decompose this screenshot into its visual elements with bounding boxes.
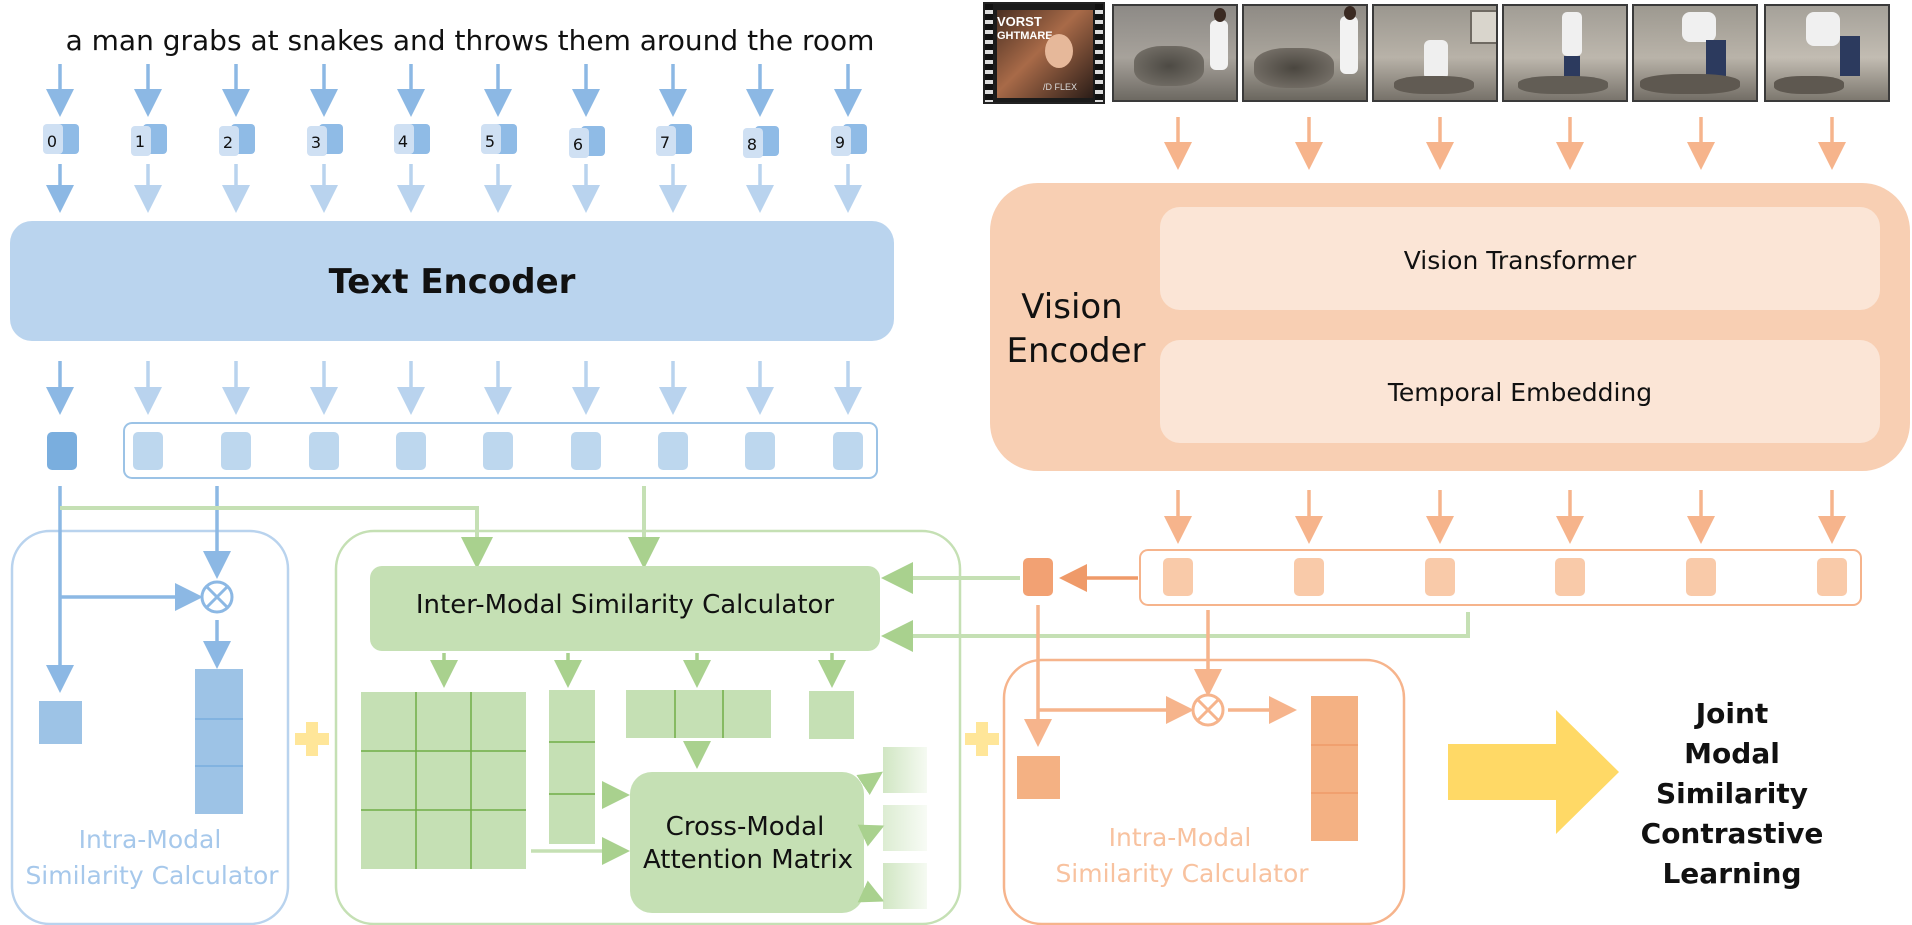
video-frame bbox=[1242, 4, 1368, 102]
joint-line-4: Contrastive bbox=[1641, 817, 1824, 850]
token-chip: 2 bbox=[219, 124, 255, 156]
inter-modal-calculator bbox=[370, 566, 880, 651]
token-id: 0 bbox=[47, 132, 57, 151]
vision-output-arrows bbox=[1164, 490, 1846, 544]
inter-modal-box bbox=[334, 529, 962, 925]
cross-modal-input-arrows bbox=[531, 741, 711, 865]
video-frame bbox=[1632, 4, 1758, 102]
thumbnail-top-text: VORST bbox=[997, 14, 1042, 29]
token-chip: 9 bbox=[831, 124, 867, 156]
token-id: 1 bbox=[135, 132, 145, 151]
vision-transformer-block bbox=[1160, 207, 1880, 310]
similarity-scalar bbox=[809, 691, 854, 739]
vision-transformer-label: Vision Transformer bbox=[1404, 246, 1637, 275]
vision-similarity-vector bbox=[1311, 696, 1358, 841]
similarity-matrix-3x3 bbox=[361, 692, 526, 869]
intra-modal-text-label-1: Intra-Modal bbox=[79, 825, 222, 854]
text-word-token-group bbox=[123, 422, 878, 479]
token-id-row: 0 1 2 3 4 5 6 7 8 9 bbox=[43, 124, 867, 158]
intra-modal-vision-box bbox=[1002, 658, 1406, 925]
token-chip: 0 bbox=[43, 124, 79, 154]
token-chip: 5 bbox=[481, 124, 517, 154]
thumbnail-mid-text: GHTMARE bbox=[997, 30, 1053, 42]
similarity-column-vector bbox=[549, 690, 595, 844]
token-id: 3 bbox=[311, 133, 321, 152]
vision-cls-token bbox=[1023, 558, 1053, 596]
video-frame bbox=[1764, 4, 1890, 102]
video-thumbnail-frame: VORST GHTMARE /D FLEX bbox=[983, 2, 1105, 104]
video-frame bbox=[1502, 4, 1628, 102]
vision-frame-tokens bbox=[1163, 558, 1847, 596]
cross-modal-attention-block bbox=[630, 772, 864, 913]
token-chip: 3 bbox=[307, 124, 343, 156]
frame-to-encoder-arrows bbox=[1164, 117, 1846, 170]
big-right-arrow-icon bbox=[1448, 710, 1619, 834]
green-routing-arrows bbox=[60, 486, 1470, 652]
intra-modal-vision-arrows bbox=[1024, 605, 1297, 747]
calculator-output-arrows bbox=[430, 653, 846, 688]
token-chip: 6 bbox=[569, 126, 605, 158]
text-similarity-vector bbox=[195, 669, 243, 814]
token-id: 9 bbox=[835, 133, 845, 152]
text-cls-token bbox=[47, 432, 77, 470]
multiply-circle-icon bbox=[1191, 693, 1225, 727]
vision-frame-token-group bbox=[1139, 549, 1862, 606]
token-chip: 7 bbox=[656, 124, 692, 156]
token-id: 6 bbox=[573, 135, 583, 154]
intra-modal-text-label-2: Similarity Calculator bbox=[25, 861, 279, 890]
temporal-embedding-block bbox=[1160, 340, 1880, 443]
token-to-encoder-arrows bbox=[46, 164, 862, 213]
token-chip: 4 bbox=[394, 124, 430, 154]
vision-similarity-scalar bbox=[1017, 756, 1060, 799]
text-similarity-scalar bbox=[39, 701, 82, 744]
plus-icon bbox=[295, 722, 329, 756]
token-id: 4 bbox=[398, 132, 408, 151]
token-id: 8 bbox=[747, 135, 757, 154]
caption-to-token-arrows bbox=[46, 64, 862, 117]
intra-modal-vision-label-2: Similarity Calculator bbox=[1055, 859, 1309, 888]
joint-line-3: Similarity bbox=[1656, 777, 1808, 810]
frame-film-icon bbox=[985, 4, 993, 102]
similarity-row-vector bbox=[626, 690, 771, 738]
token-chip: 8 bbox=[743, 126, 779, 158]
text-encoder-label: Text Encoder bbox=[329, 262, 576, 302]
intra-modal-text-arrows bbox=[46, 486, 231, 693]
cross-modal-outputs bbox=[883, 747, 927, 909]
intra-modal-vision-label-1: Intra-Modal bbox=[1109, 823, 1252, 852]
joint-line-5: Learning bbox=[1662, 857, 1801, 890]
token-chip: 1 bbox=[131, 124, 167, 156]
encoder-output-arrows bbox=[46, 361, 862, 415]
cross-modal-label-1: Cross-Modal bbox=[666, 812, 825, 842]
cross-modal-label-2: Attention Matrix bbox=[643, 845, 853, 875]
text-word-tokens bbox=[133, 432, 863, 470]
vision-encoder-label-1: Vision bbox=[1021, 287, 1122, 327]
token-id: 7 bbox=[660, 133, 670, 152]
joint-learning-label: Joint Modal Similarity Contrastive Learn… bbox=[1641, 697, 1824, 890]
video-frame bbox=[1112, 4, 1238, 102]
intra-modal-text-box bbox=[10, 529, 290, 925]
text-encoder-block bbox=[10, 221, 894, 341]
joint-line-2: Modal bbox=[1684, 737, 1780, 770]
thumbnail-bottom-text: /D FLEX bbox=[1043, 82, 1078, 92]
temporal-embedding-label: Temporal Embedding bbox=[1387, 378, 1652, 407]
multiply-circle-icon bbox=[200, 580, 234, 614]
token-id: 2 bbox=[223, 133, 233, 152]
inter-modal-label: Inter-Modal Similarity Calculator bbox=[416, 590, 835, 620]
caption-text: a man grabs at snakes and throws them ar… bbox=[66, 24, 875, 57]
plus-icon bbox=[965, 722, 999, 756]
token-id: 5 bbox=[485, 132, 495, 151]
vision-encoder-label-2: Encoder bbox=[1006, 331, 1145, 371]
video-frame bbox=[1372, 4, 1498, 102]
frame-film-icon bbox=[1095, 4, 1103, 102]
cross-modal-output-arrows bbox=[856, 771, 885, 903]
joint-line-1: Joint bbox=[1694, 697, 1769, 730]
